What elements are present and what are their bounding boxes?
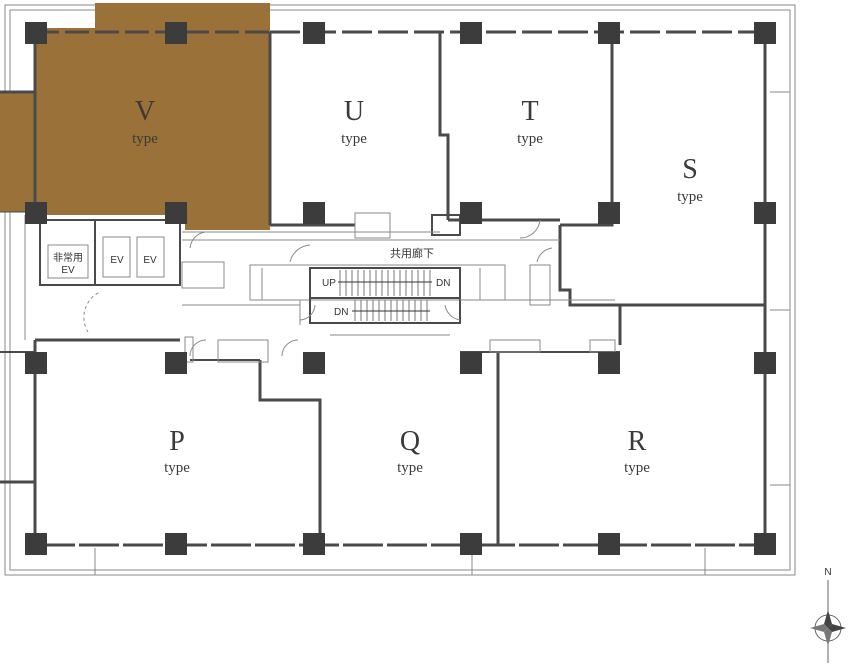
ev-2-label: EV <box>143 255 157 266</box>
partition-walls <box>35 32 765 545</box>
stair-up-label: UP <box>322 278 336 289</box>
unit-r-letter: R <box>628 426 647 457</box>
unit-p-letter: P <box>169 426 185 457</box>
unit-v-letter: V <box>135 96 155 127</box>
unit-v-type: type <box>132 131 158 147</box>
columns <box>25 22 776 555</box>
elevator-core <box>24 215 181 340</box>
emergency-ev-label-line2: EV <box>61 265 75 276</box>
corridor-label: 共用廊下 <box>390 246 434 260</box>
compass-north-label: N <box>824 567 831 578</box>
unit-q-type: type <box>397 460 423 476</box>
unit-v-area[interactable] <box>0 3 270 230</box>
compass-rose-icon: N <box>810 567 846 663</box>
unit-p-type: type <box>164 460 190 476</box>
stair-dn-upper-label: DN <box>436 278 450 289</box>
unit-r-type: type <box>624 460 650 476</box>
corridor <box>83 212 616 363</box>
unit-t-type: type <box>517 131 543 147</box>
unit-q-letter: Q <box>400 426 420 457</box>
unit-u-letter: U <box>344 96 364 127</box>
exterior-walls <box>0 30 791 547</box>
stair-treads <box>339 270 431 321</box>
unit-s-type: type <box>677 189 703 205</box>
emergency-ev-label-line1: 非常用 <box>53 251 83 264</box>
unit-t-letter: T <box>521 96 538 127</box>
stair-dn-lower-label: DN <box>334 307 348 318</box>
unit-u-type: type <box>341 131 367 147</box>
unit-s-letter: S <box>682 154 698 185</box>
stairs <box>249 264 506 325</box>
building-outline <box>4 4 796 576</box>
ev-1-label: EV <box>110 255 124 266</box>
